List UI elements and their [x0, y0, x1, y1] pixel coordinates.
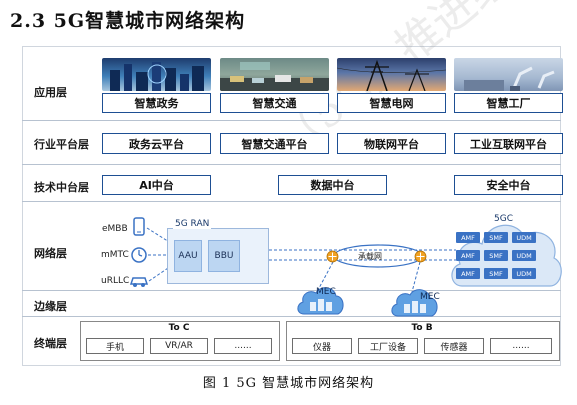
device-label-mmtc: mMTC [101, 250, 129, 260]
section-title: 2.3 5G智慧城市网络架构 [10, 10, 246, 32]
core-cell-amf: AMF [456, 250, 480, 261]
layer-label-terminal: 终端层 [34, 337, 67, 350]
layer-label-application: 应用层 [34, 86, 67, 99]
layer-label-technology: 技术中台层 [34, 181, 89, 194]
layer-label-industry: 行业平台层 [34, 138, 89, 151]
terminal-item-instrument: 仪器 [292, 338, 352, 354]
ran-title: 5G RAN [173, 219, 212, 229]
core-cell-smf: SMF [484, 250, 508, 261]
bbu-box: BBU [208, 240, 240, 272]
to-b-title: To B [411, 323, 433, 333]
photo-smart-government [102, 58, 211, 91]
router-icon [326, 250, 339, 263]
aau-box: AAU [174, 240, 202, 272]
photo-smart-factory [454, 58, 563, 91]
core-cell-smf: SMF [484, 232, 508, 243]
terminal-item-more: ...... [214, 338, 272, 354]
layer-label-edge: 边缘层 [34, 300, 67, 313]
traffic-image [220, 62, 329, 91]
divider [22, 164, 561, 165]
core-cell-amf: AMF [456, 232, 480, 243]
to-b-group [286, 321, 560, 361]
phone-icon [133, 217, 145, 236]
mec-cloud-icon [391, 289, 438, 317]
app-box-smart-traffic: 智慧交通 [220, 93, 329, 113]
core-cell-udm: UDM [512, 268, 536, 279]
terminal-item-more: ...... [490, 338, 552, 354]
platform-box-iot: 物联网平台 [337, 133, 446, 154]
divider [22, 316, 561, 317]
mec-label: MEC [316, 287, 336, 297]
terminal-item-phone: 手机 [86, 338, 144, 354]
terminal-item-vr-ar: VR/AR [150, 338, 208, 354]
device-label-urllc: uRLLC [101, 276, 130, 286]
app-box-smart-factory: 智慧工厂 [454, 93, 563, 113]
city-skyline-image [110, 62, 204, 91]
core-cell-udm: UDM [512, 232, 536, 243]
tech-box-data: 数据中台 [278, 175, 387, 195]
core-title: 5GC [494, 214, 513, 224]
figure-caption: 图 1 5G 智慧城市网络架构 [202, 376, 375, 391]
clock-icon [131, 247, 147, 263]
to-c-group [80, 321, 280, 361]
to-c-title: To C [168, 323, 190, 333]
divider [22, 290, 561, 291]
core-cell-smf: SMF [484, 268, 508, 279]
router-icon [414, 250, 427, 263]
power-tower-image [337, 59, 446, 91]
photo-smart-traffic [220, 58, 329, 91]
divider [22, 120, 561, 121]
app-box-smart-government: 智慧政务 [102, 93, 211, 113]
bearer-network-label: 承载网 [358, 252, 382, 261]
platform-box-gov-cloud: 政务云平台 [102, 133, 211, 154]
tech-box-ai: AI中台 [102, 175, 211, 195]
mec-cloud-icon [297, 287, 344, 315]
platform-box-traffic: 智慧交通平台 [220, 133, 329, 154]
divider [22, 201, 561, 202]
car-icon [129, 277, 149, 287]
factory-robot-image [464, 66, 555, 91]
core-cell-udm: UDM [512, 250, 536, 261]
device-label-embb: eMBB [102, 224, 128, 234]
terminal-item-sensor: 传感器 [424, 338, 484, 354]
terminal-item-factory-equipment: 工厂设备 [358, 338, 418, 354]
layer-label-network: 网络层 [34, 247, 67, 260]
platform-box-industrial-internet: 工业互联网平台 [454, 133, 563, 154]
mec-label: MEC [420, 292, 440, 302]
photo-smart-grid [337, 58, 446, 91]
tech-box-security: 安全中台 [454, 175, 563, 195]
core-cell-amf: AMF [456, 268, 480, 279]
app-box-smart-grid: 智慧电网 [337, 93, 446, 113]
